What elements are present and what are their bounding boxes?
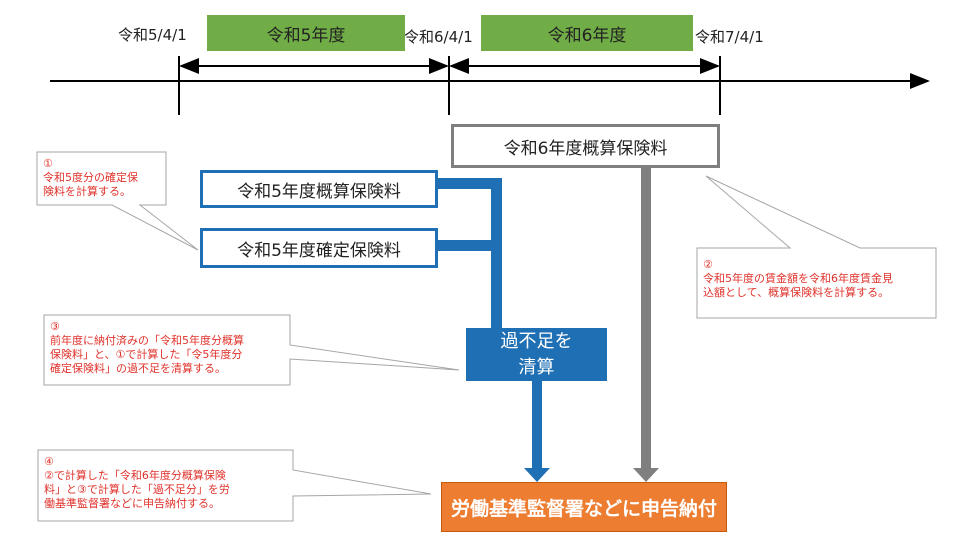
callout-2-shape — [696, 175, 937, 319]
callout-3-shape — [43, 314, 460, 386]
box-settle-difference: 過不足を 清算 — [466, 328, 607, 381]
box-final-payment: 労働基準監督署などに申告納付 — [441, 482, 727, 532]
settle-line-2: 清算 — [518, 356, 555, 378]
date-r5-4-1: 令和5/4/1 — [118, 26, 187, 44]
blue-connector-vertical — [491, 178, 502, 328]
note-3: ③ 前年度に納付済みの「令和5年度分概算 保険料」と、①で計算した「令5年度分 … — [50, 320, 244, 375]
period-r6: 令和6年度 — [481, 15, 693, 51]
note-2: ② 令和5年度の賃金額を令和6年度賃金見 込額として、概算保険料を計算する。 — [703, 258, 893, 299]
callout-1-shape — [36, 151, 199, 251]
gray-arrow-shaft — [641, 168, 651, 469]
period-r5: 令和5年度 — [207, 15, 405, 51]
gray-arrow-head — [633, 468, 659, 482]
blue-connector-top — [438, 178, 502, 189]
blue-arrow-head — [524, 468, 550, 482]
box-r5-estimated-premium: 令和5年度概算保険料 — [200, 170, 438, 208]
box-r6-estimated-premium: 令和6年度概算保険料 — [451, 124, 720, 168]
box-r5-confirmed-premium: 令和5年度確定保険料 — [200, 228, 438, 268]
blue-connector-bottom — [438, 240, 502, 251]
note-4: ④ ②で計算した「令和6年度分概算保険 料」と③で計算した「過不足分」を労 働基… — [44, 455, 230, 510]
note-1: ① 令和5度分の確定保 険料を計算する。 — [43, 157, 138, 198]
callout-4-shape — [37, 449, 432, 522]
date-r6-4-1: 令和6/4/1 — [404, 28, 473, 46]
blue-arrow-shaft — [532, 381, 542, 469]
settle-line-1: 過不足を — [500, 330, 573, 352]
date-r7-4-1: 令和7/4/1 — [695, 28, 764, 46]
